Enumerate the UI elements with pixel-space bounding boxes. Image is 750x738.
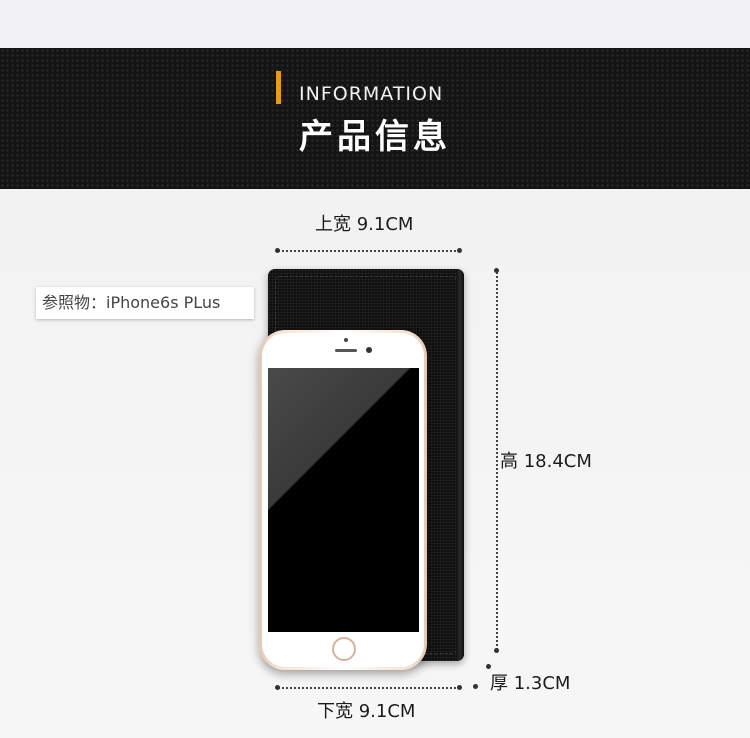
banner-title-cn: 产品信息 xyxy=(299,117,451,157)
home-button xyxy=(332,637,356,661)
wallet-edge xyxy=(456,269,464,661)
height-label: 高 18.4CM xyxy=(500,451,592,472)
bottom-width-dot-left xyxy=(275,685,280,690)
front-camera xyxy=(366,347,372,353)
info-banner xyxy=(0,48,750,189)
front-sensor xyxy=(344,338,348,342)
thickness-label: 厚 1.3CM xyxy=(490,673,571,694)
top-width-dot-left xyxy=(275,248,280,253)
accent-bar xyxy=(276,71,281,104)
banner-title-en: INFORMATION xyxy=(299,83,444,105)
thickness-dot-bottom xyxy=(473,684,478,689)
height-dot-top xyxy=(494,268,499,273)
bottom-width-label: 下宽 9.1CM xyxy=(317,701,416,722)
bottom-width-dot-right xyxy=(457,685,462,690)
phone-screen xyxy=(268,368,419,632)
top-width-dot-right xyxy=(457,248,462,253)
height-dot-bottom xyxy=(494,648,499,653)
top-width-label: 上宽 9.1CM xyxy=(315,214,414,235)
top-strip xyxy=(0,0,750,48)
top-width-line xyxy=(278,250,460,252)
thickness-dot-top xyxy=(486,664,491,669)
phone-face xyxy=(262,333,424,667)
reference-tag: 参照物：iPhone6s PLus xyxy=(36,287,254,319)
bottom-width-line xyxy=(278,687,460,689)
height-line xyxy=(496,272,498,650)
earpiece xyxy=(335,349,357,352)
phone-image xyxy=(259,330,427,670)
